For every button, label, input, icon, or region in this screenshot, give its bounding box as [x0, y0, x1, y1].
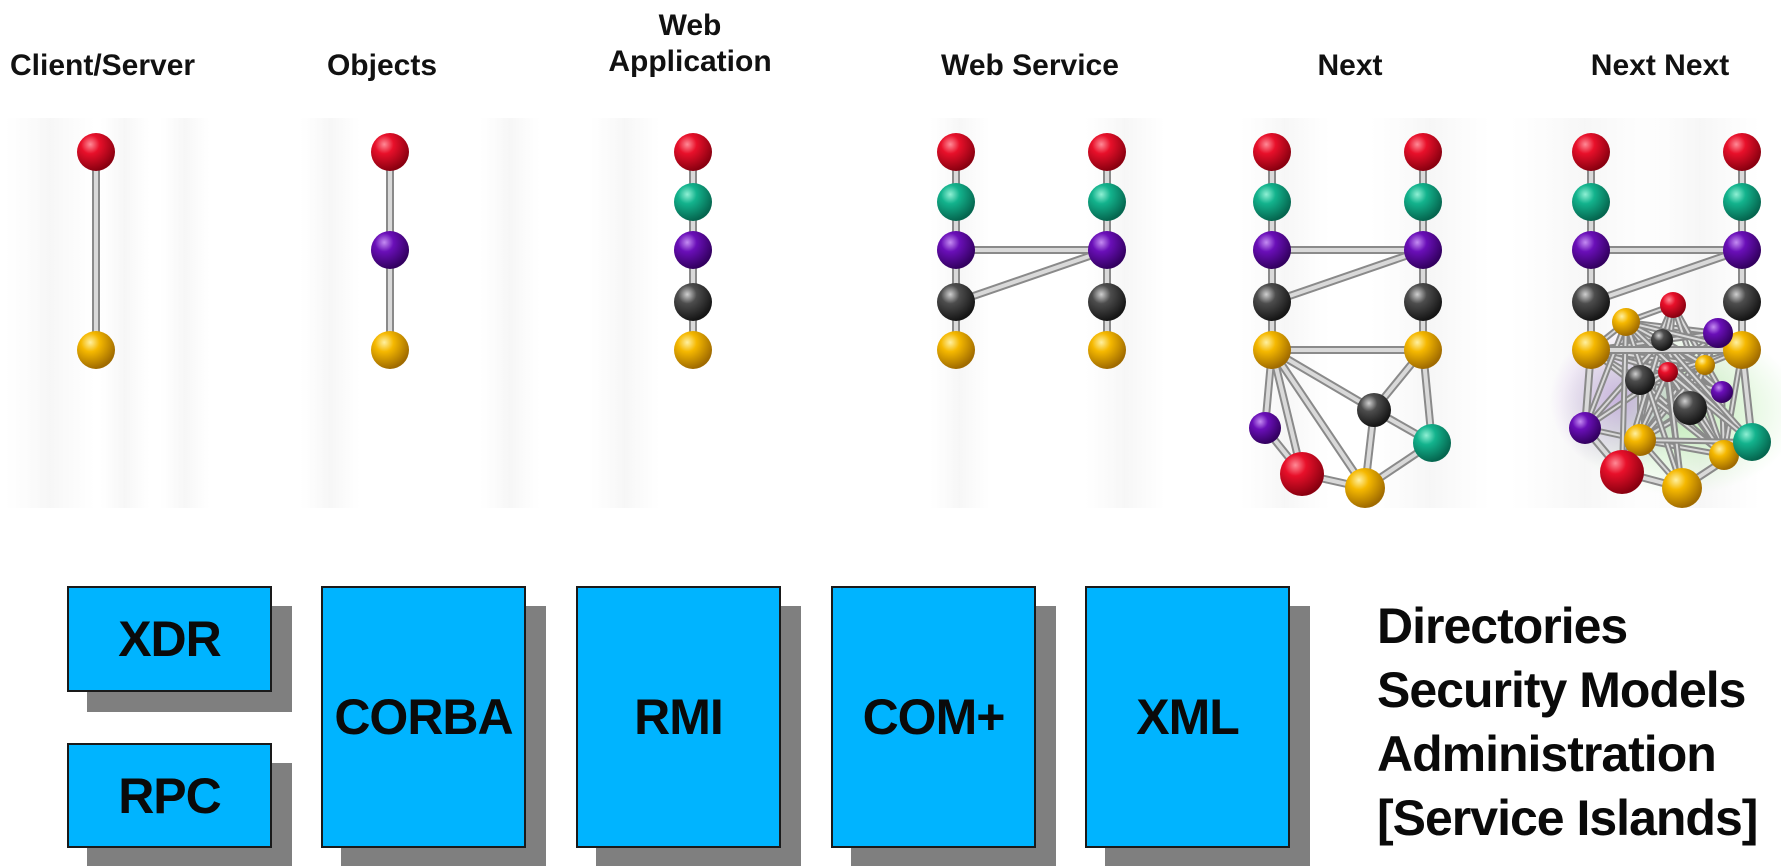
concern-directories: Directories	[1377, 598, 1628, 654]
background-stripe	[300, 118, 360, 508]
node-gray	[1723, 283, 1761, 321]
node-green	[1572, 183, 1610, 221]
node-red	[1280, 452, 1324, 496]
node-red	[1658, 362, 1678, 382]
box-xml: XML	[1085, 586, 1290, 848]
connector-line-highlight	[1661, 339, 1753, 443]
connector-line-highlight	[954, 248, 1109, 304]
node-yellow	[1723, 331, 1761, 369]
connector-line-highlight	[1589, 248, 1744, 304]
node-green	[1404, 183, 1442, 221]
node-red	[1404, 133, 1442, 171]
node-yellow	[937, 331, 975, 369]
concern-administration: Administration	[1377, 726, 1717, 782]
node-green	[1413, 424, 1451, 462]
box-rpc: RPC	[67, 743, 272, 848]
connector-line-highlight	[1270, 348, 1376, 412]
node-purple	[1569, 412, 1601, 444]
node-yellow	[1662, 468, 1702, 508]
column-title-web-service: Web Service	[941, 49, 1119, 82]
node-red	[371, 133, 409, 171]
node-green	[937, 183, 975, 221]
background-stripe	[5, 118, 95, 508]
node-yellow	[77, 331, 115, 369]
node-red	[1253, 133, 1291, 171]
column-title-objects: Objects	[326, 49, 438, 82]
node-yellow	[1253, 331, 1291, 369]
connector-line-highlight	[1270, 248, 1425, 304]
node-yellow	[674, 331, 712, 369]
concern-security-models: Security Models	[1377, 662, 1746, 718]
background-stripe	[590, 118, 660, 508]
node-red	[77, 133, 115, 171]
node-yellow	[1404, 331, 1442, 369]
column-title-next: Next	[1317, 49, 1383, 82]
box-com-plus: COM+	[831, 586, 1036, 848]
node-yellow	[371, 331, 409, 369]
box-rmi: RMI	[576, 586, 781, 848]
node-green	[1723, 183, 1761, 221]
node-green	[1253, 183, 1291, 221]
node-red	[1723, 133, 1761, 171]
node-purple	[1404, 231, 1442, 269]
node-purple	[1249, 412, 1281, 444]
background-stripe	[100, 118, 150, 508]
box-xdr: XDR	[67, 586, 272, 692]
node-gray	[937, 283, 975, 321]
column-title-web-application-line1: Web	[658, 9, 722, 42]
network-evolution-diagram	[5, 118, 1781, 508]
connector-line-highlight	[1590, 349, 1725, 456]
node-yellow	[1572, 331, 1610, 369]
node-purple	[1253, 231, 1291, 269]
node-red	[674, 133, 712, 171]
background-stripe	[480, 118, 540, 508]
node-yellow	[1624, 424, 1656, 456]
node-red	[1572, 133, 1610, 171]
column-title-client-server: Client/Server	[10, 49, 196, 82]
node-green	[1088, 183, 1126, 221]
node-purple	[1703, 318, 1733, 348]
node-green	[674, 183, 712, 221]
node-gray	[1651, 329, 1673, 351]
column-title-next-next: Next Next	[1590, 49, 1730, 82]
node-purple	[674, 231, 712, 269]
node-red	[1660, 292, 1686, 318]
node-purple	[1572, 231, 1610, 269]
node-yellow	[1709, 440, 1739, 470]
box-corba: CORBA	[321, 586, 526, 848]
node-gray	[1673, 391, 1707, 425]
node-red	[937, 133, 975, 171]
node-yellow	[1345, 468, 1385, 508]
node-green	[1733, 423, 1771, 461]
node-purple	[1711, 381, 1733, 403]
node-red	[1600, 450, 1644, 494]
node-gray	[674, 283, 712, 321]
column-title-web-application-line2: Application	[608, 45, 772, 78]
node-purple	[1088, 231, 1126, 269]
node-purple	[371, 231, 409, 269]
node-yellow	[1612, 308, 1640, 336]
node-yellow	[1088, 331, 1126, 369]
node-gray	[1088, 283, 1126, 321]
column-title-web-application: Web Application	[590, 8, 790, 80]
connector-line-highlight	[1270, 348, 1367, 490]
node-gray	[1625, 365, 1655, 395]
node-purple	[1723, 231, 1761, 269]
node-gray	[1404, 283, 1442, 321]
concerns-list: Directories Security Models Administrati…	[1377, 594, 1758, 850]
node-red	[1088, 133, 1126, 171]
concern-service-islands: [Service Islands]	[1377, 790, 1758, 846]
node-gray	[1357, 393, 1391, 427]
node-gray	[1572, 283, 1610, 321]
node-purple	[937, 231, 975, 269]
connector-line-highlight	[1584, 321, 1627, 429]
node-gray	[1253, 283, 1291, 321]
background-stripe	[160, 118, 210, 508]
node-yellow	[1695, 355, 1715, 375]
